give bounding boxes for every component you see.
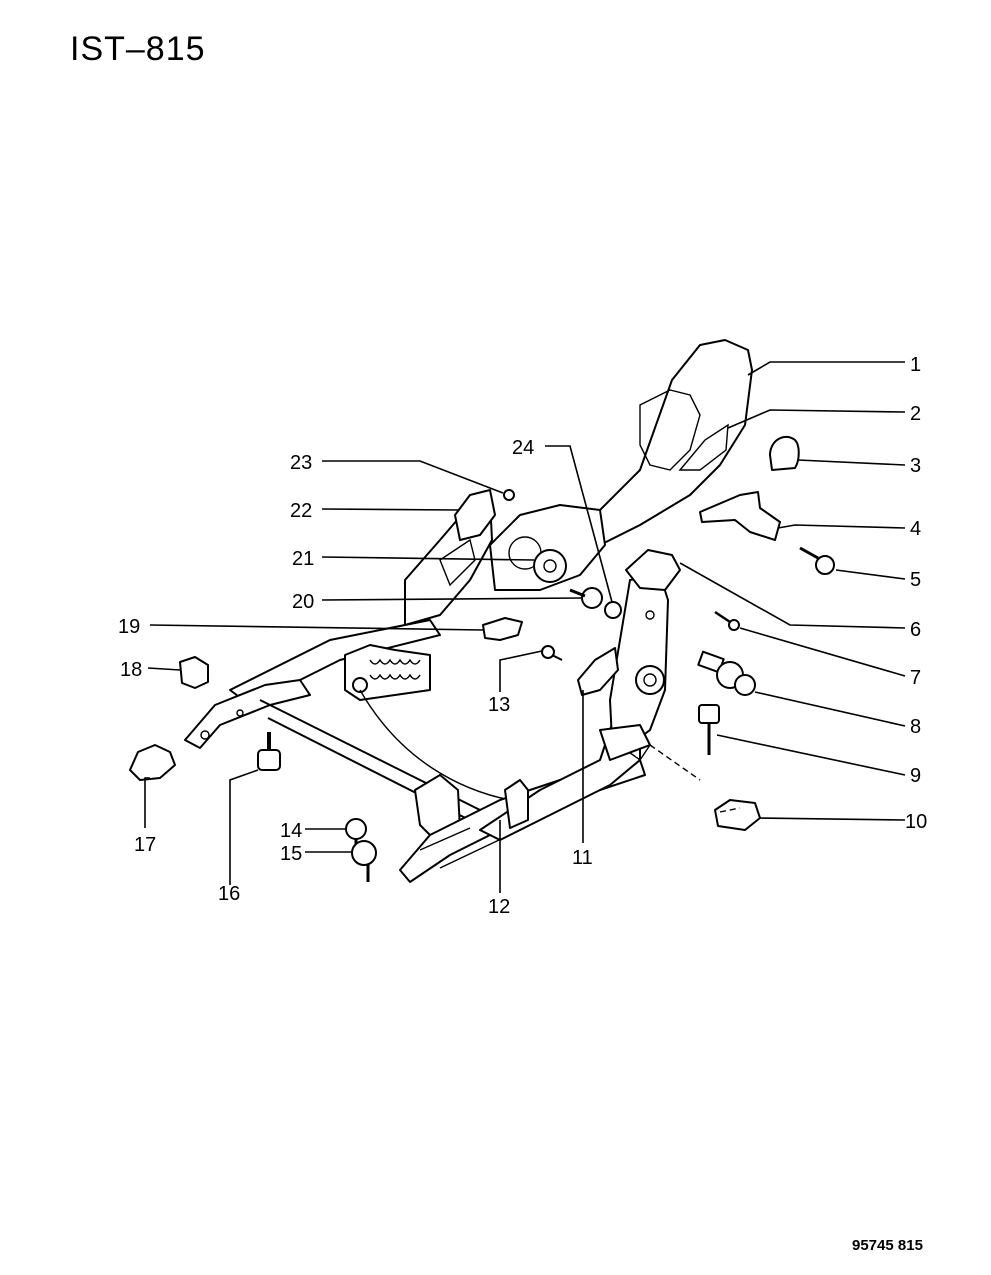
callout-11: 11: [572, 847, 593, 869]
recliner-plate: [489, 504, 606, 591]
nut-part-18: [179, 656, 209, 689]
callout-23: 23: [290, 452, 312, 474]
recliner-arm: [609, 574, 669, 746]
callout-labels: 1 2 3 4 5 6 7 8 9 10 11 12 13 14 15 16 1…: [118, 354, 927, 918]
pivot-bolt-part-8: [697, 650, 756, 696]
callout-20: 20: [292, 591, 314, 613]
callout-16: 16: [218, 883, 240, 905]
bolt-part-9: [698, 704, 720, 755]
part-drawings: [129, 435, 835, 882]
knob-part-21: [533, 549, 567, 583]
callout-8: 8: [910, 716, 921, 738]
callout-5: 5: [910, 569, 921, 591]
callout-22: 22: [290, 500, 312, 522]
lever-bracket: [504, 779, 529, 829]
clip-part-15: [351, 840, 377, 882]
callout-9: 9: [910, 765, 921, 787]
callout-3: 3: [910, 455, 921, 477]
callout-7: 7: [910, 667, 921, 689]
callout-15: 15: [280, 843, 302, 865]
diagram-code: 95745 815: [852, 1237, 923, 1254]
lever-pad-part: [625, 549, 681, 591]
left-lower-track: [184, 679, 311, 749]
callout-4: 4: [910, 518, 921, 540]
callout-24: 24: [512, 437, 534, 459]
callout-19: 19: [118, 616, 140, 638]
callout-21: 21: [292, 548, 314, 570]
callout-12: 12: [488, 896, 510, 918]
callout-2: 2: [910, 403, 921, 425]
cap-part-24: [604, 601, 622, 619]
bracket-part-19: [482, 617, 523, 641]
page-title: IST–815: [70, 30, 206, 68]
knob-cap-part: [769, 435, 800, 471]
callout-10: 10: [905, 811, 927, 833]
callout-13: 13: [488, 694, 510, 716]
screw-part-7: [714, 610, 740, 631]
lever-handle-part: [699, 491, 781, 541]
callout-6: 6: [910, 619, 921, 641]
spring-mechanism: [344, 644, 431, 701]
stud-nut-part-16: [257, 732, 281, 771]
cover-plate-part-11: [577, 647, 619, 696]
callout-1: 1: [910, 354, 921, 376]
callout-18: 18: [120, 659, 142, 681]
cover-part-10: [714, 799, 761, 831]
callout-17: 17: [134, 834, 156, 856]
bracket-part-22: [454, 489, 496, 541]
screw-part-23: [503, 489, 515, 501]
seat-frame-drawing: [184, 339, 753, 883]
screw-part-13: [541, 645, 563, 661]
bolt-part-5: [799, 546, 835, 575]
bolt-part-20: [569, 587, 603, 609]
callout-14: 14: [280, 820, 302, 842]
seat-back-frame: [599, 339, 753, 546]
cover-part-17: [129, 744, 176, 781]
leader-lines: [144, 361, 906, 893]
